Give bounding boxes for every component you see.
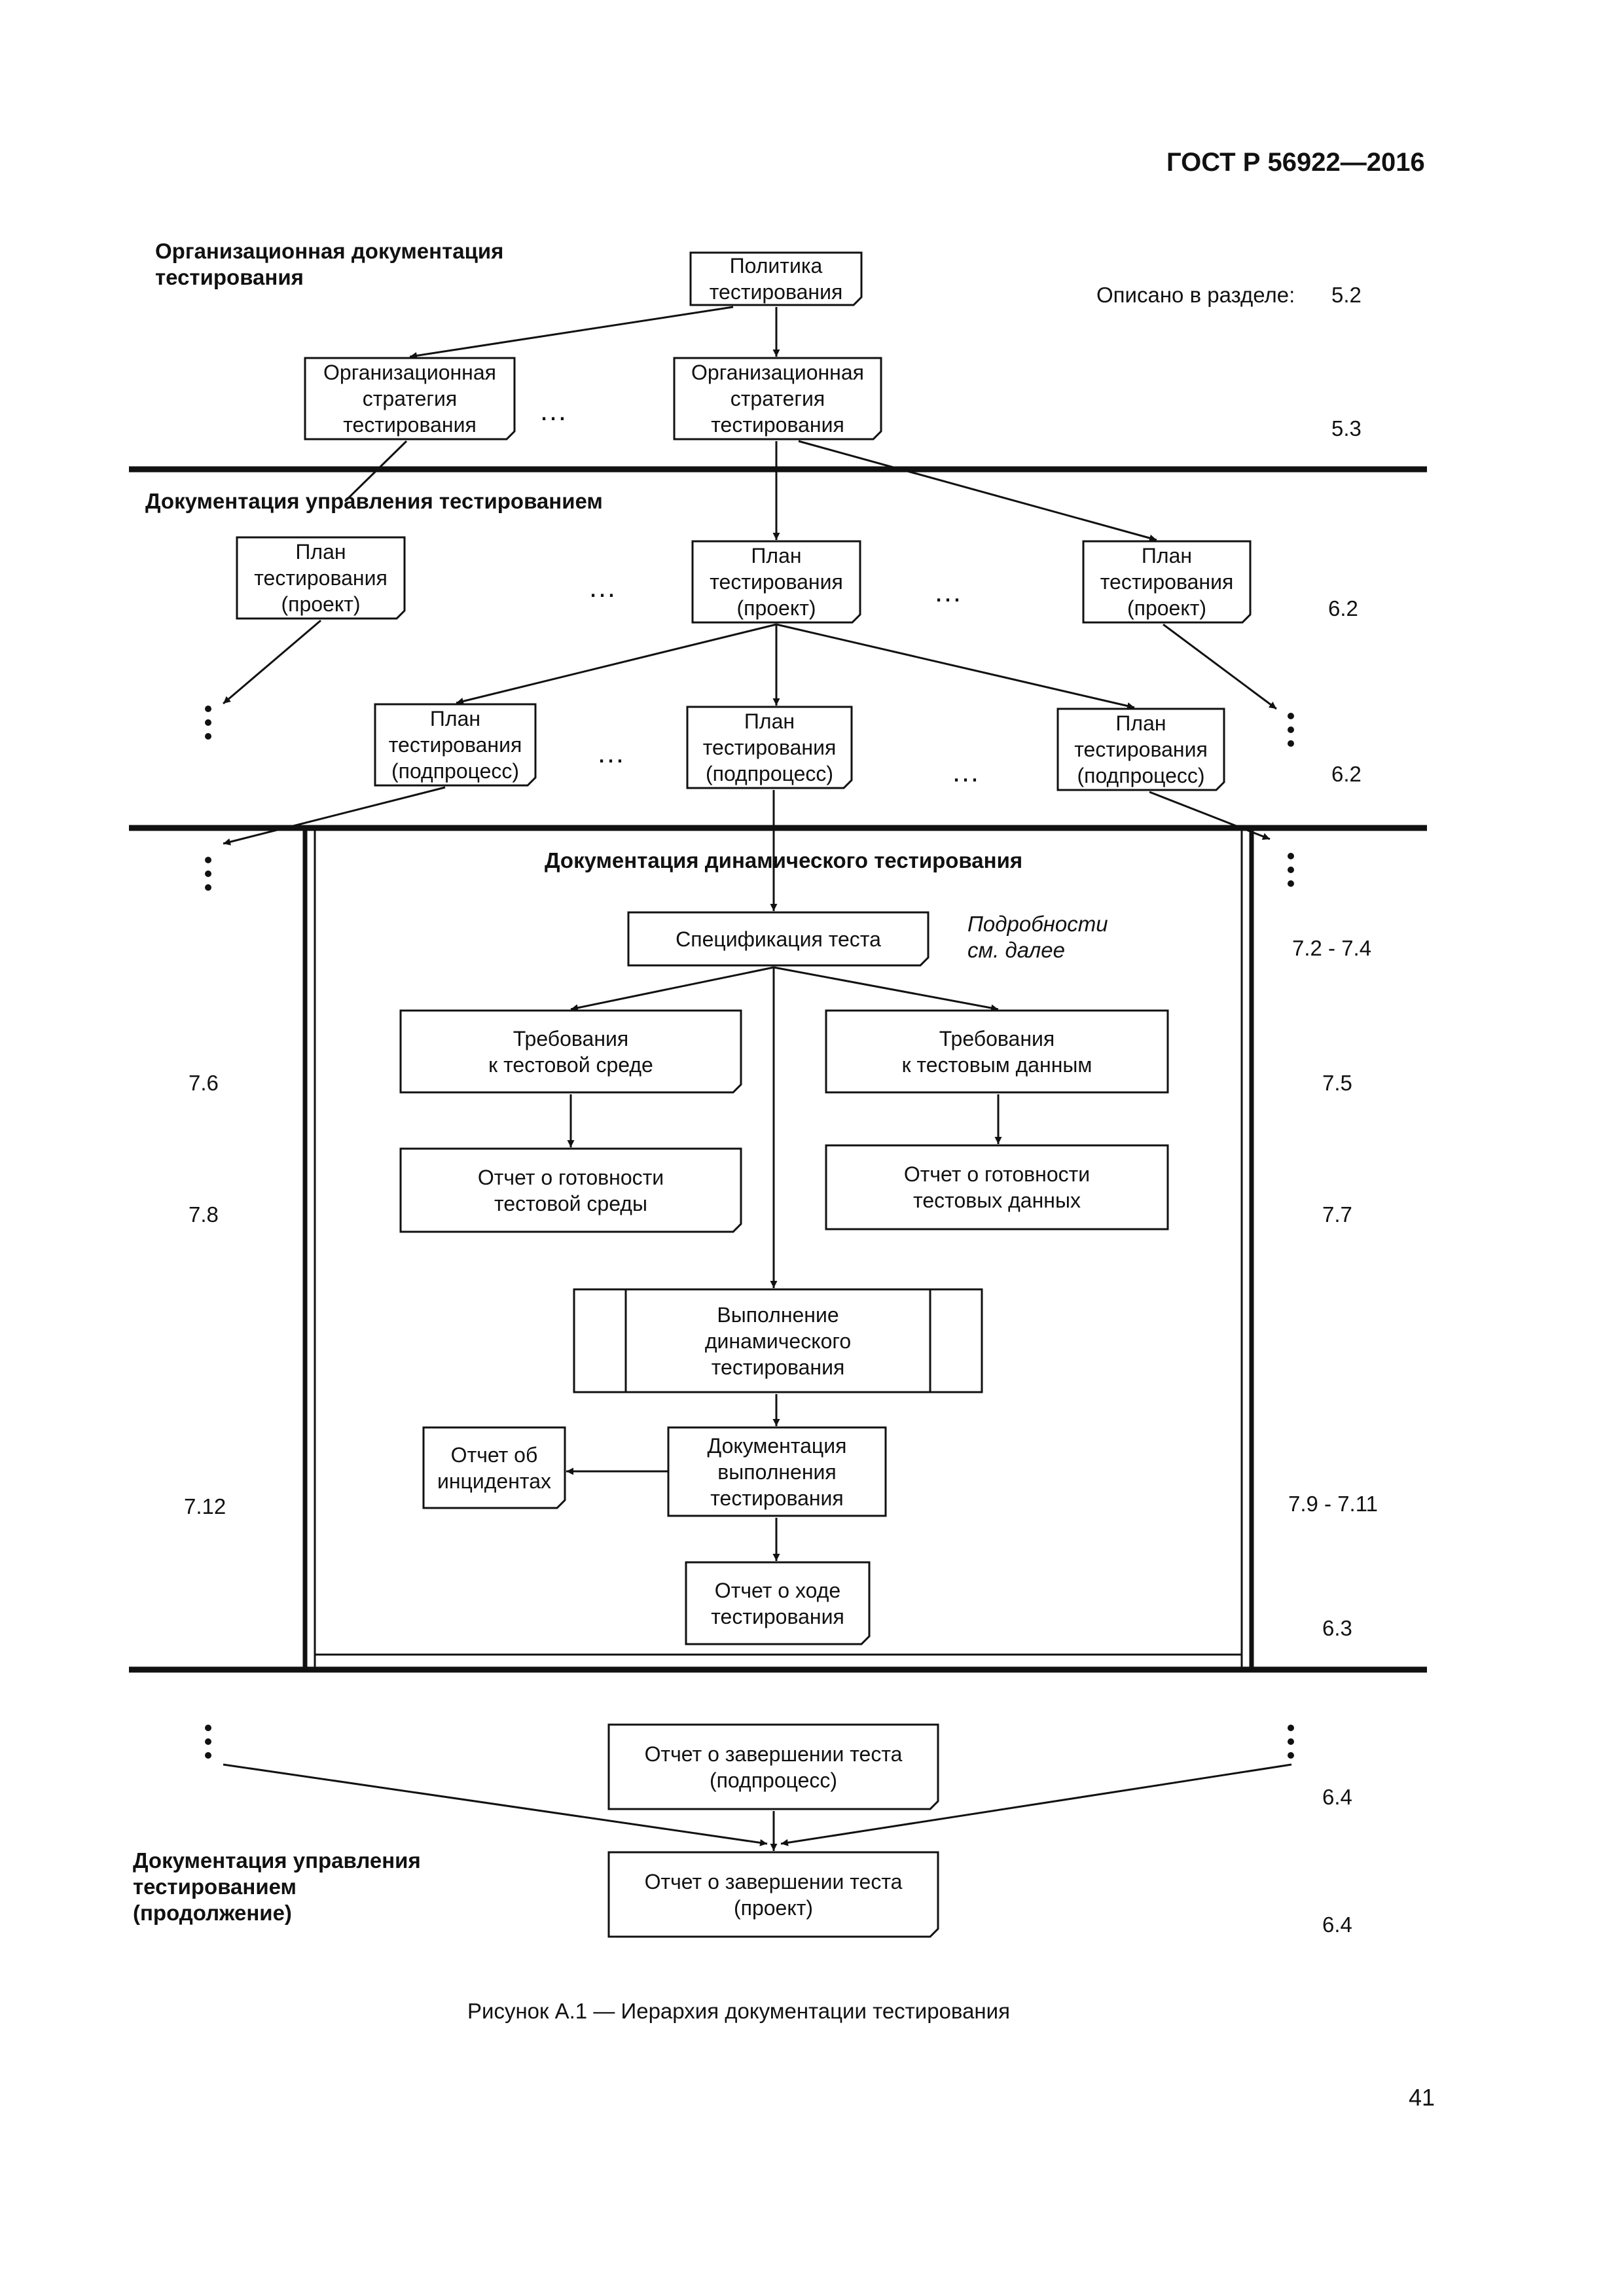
plan-subprocess-box-1 — [374, 703, 537, 787]
hellipsis: … — [588, 571, 619, 603]
incident-box — [422, 1426, 566, 1509]
vdots-left-3 — [205, 1725, 211, 1759]
vdots-right-2 — [1288, 853, 1294, 887]
ref-policy: 5.2 — [1331, 283, 1362, 307]
progress-box — [685, 1561, 871, 1645]
vdots-right-1 — [1288, 713, 1294, 747]
ref-env-req: 7.6 — [189, 1071, 219, 1095]
arrow-plan1-dots — [223, 619, 321, 705]
plan-project-box-2 — [691, 540, 861, 624]
org-strategy-2-label: Организационная стратегия тестирования — [691, 361, 864, 437]
ref-exec-docs: 7.9 - 7.11 — [1288, 1492, 1378, 1516]
arrow-strategy1-down — [344, 440, 408, 503]
plan-project-box-3 — [1082, 540, 1252, 624]
ref-completion-project: 6.4 — [1322, 1912, 1352, 1937]
arrow-spec-envreq — [570, 966, 774, 1012]
ref-incident: 7.12 — [184, 1494, 226, 1518]
document-boxes — [236, 251, 1252, 1938]
vdots-left-1 — [205, 706, 211, 740]
ref-data-ready: 7.7 — [1322, 1202, 1352, 1227]
plan-subprocess-box-3 — [1056, 708, 1225, 791]
org-strategy-box-2 — [673, 357, 882, 440]
arrow-plan2-sub3 — [776, 623, 1135, 709]
org-strategy-1-label: Организационная стратегия тестирования — [323, 361, 496, 437]
vdots-right-3 — [1288, 1725, 1294, 1759]
data-ready-label: Отчет о готовности тестовых данных — [903, 1162, 1091, 1212]
arrow-plan3-dots — [1163, 623, 1277, 710]
dyn-exec-box — [573, 1288, 983, 1393]
document-code: ГОСТ Р 56922—2016 — [1166, 148, 1425, 177]
dyn-exec-label: Выполнение динамического тестирования — [704, 1302, 852, 1379]
plan-project-2-label: План тестирования (проект) — [710, 544, 843, 620]
arrow-strategy2-plan3 — [798, 440, 1157, 542]
env-req-label: Требования к тестовой среде — [488, 1026, 653, 1077]
hellipsis: … — [951, 756, 983, 788]
section-title-mgmt-docs-cont: Документация управления тестированием (п… — [133, 1848, 421, 1925]
env-req-box — [399, 1009, 742, 1094]
ref-spec: 7.2 - 7.4 — [1292, 936, 1372, 960]
completion-sub-label: Отчет о завершении теста (подпроцесс) — [644, 1742, 903, 1792]
arrow-left-to-project — [223, 1763, 768, 1846]
section-title-org-docs: Организационная документация тестировани… — [155, 239, 504, 289]
hellipsis: … — [596, 737, 628, 769]
arrow-sub1-dots — [223, 786, 446, 846]
hellipsis: … — [539, 395, 570, 427]
plan-subprocess-1-label: План тестирования (подпроцесс) — [388, 707, 522, 783]
ref-plan-subprocess: 6.2 — [1331, 762, 1362, 786]
exec-docs-label: Документация выполнения тестирования — [707, 1433, 847, 1510]
test-spec-label: Спецификация теста — [676, 927, 881, 951]
exec-docs-box — [667, 1426, 887, 1517]
section-separators — [129, 466, 1427, 1673]
incident-label: Отчет об инцидентах — [437, 1443, 551, 1493]
ref-data-req: 7.5 — [1322, 1071, 1352, 1095]
completion-project-box — [607, 1851, 939, 1938]
progress-label: Отчет о ходе тестирования — [711, 1578, 844, 1628]
test-spec-box — [627, 911, 929, 967]
env-ready-box — [399, 1147, 742, 1233]
plan-subprocess-3-label: План тестирования (подпроцесс) — [1074, 711, 1208, 787]
data-ready-box — [825, 1144, 1169, 1230]
hellipsis: … — [933, 576, 965, 608]
ref-completion-sub: 6.4 — [1322, 1785, 1352, 1809]
ref-env-ready: 7.8 — [189, 1202, 219, 1227]
arrow-right-to-project — [780, 1763, 1292, 1846]
figure-caption: Рисунок А.1 — Иерархия документации тест… — [467, 1999, 1010, 2023]
policy-box — [689, 251, 863, 306]
completion-project-label: Отчет о завершении теста (проект) — [644, 1869, 903, 1920]
org-strategy-box-1 — [304, 357, 516, 440]
env-ready-label: Отчет о готовности тестовой среды — [477, 1165, 664, 1215]
vdots-left-2 — [205, 857, 211, 891]
data-req-box-shape — [825, 1009, 1169, 1094]
arrow-spec-datareq — [773, 966, 999, 1012]
ref-plan-project: 6.2 — [1328, 596, 1358, 620]
vertical-ellipses — [205, 706, 1294, 1759]
plan-project-1-label: План тестирования (проект) — [254, 540, 388, 616]
plan-project-3-label: План тестирования (проект) — [1100, 544, 1234, 620]
details-note: Подробности см. далее — [967, 912, 1108, 962]
section-title-dyn-docs: Документация динамического тестирования — [545, 848, 1023, 872]
dynamic-testing-frame — [302, 828, 1254, 1670]
section-title-mgmt-docs: Документация управления тестированием — [145, 489, 603, 513]
page-number: 41 — [1409, 2084, 1435, 2111]
plan-project-box-1 — [236, 536, 406, 620]
arrow-plan2-sub1 — [456, 623, 777, 705]
plan-subprocess-box-2 — [686, 706, 853, 789]
completion-sub-box — [607, 1723, 939, 1810]
policy-box-label: Политика тестирования — [709, 254, 843, 304]
ref-progress: 6.3 — [1322, 1616, 1352, 1640]
ref-strategy: 5.3 — [1331, 416, 1362, 440]
described-in-label: Описано в разделе: — [1096, 283, 1295, 307]
plan-subprocess-2-label: План тестирования (подпроцесс) — [702, 709, 837, 785]
arrow-sub3-dots — [1149, 791, 1271, 840]
data-req-label: Требования к тестовым данным — [901, 1026, 1092, 1077]
arrow-policy-strategy1 — [409, 306, 734, 359]
connectors — [223, 306, 1292, 1851]
